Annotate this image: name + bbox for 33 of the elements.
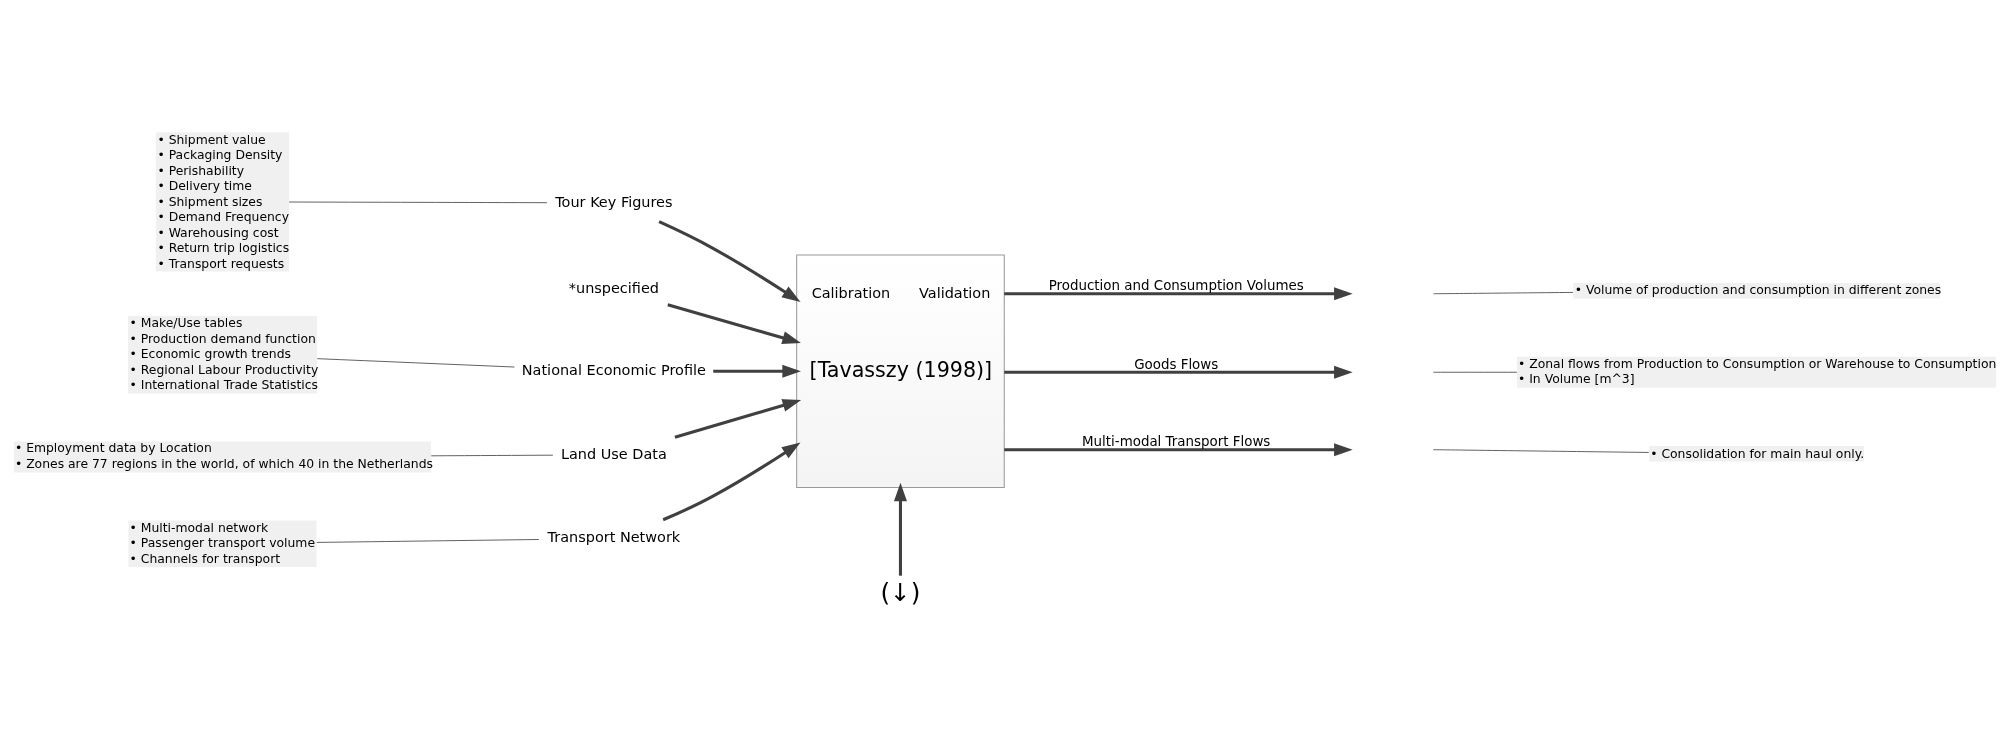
arrow — [713, 364, 801, 378]
edge-label: Production and Consumption Volumes — [1048, 277, 1304, 293]
node-box: Calibration Validation [Tavasszy (1998)] — [796, 254, 1005, 488]
node-text: *unspecified — [568, 279, 659, 296]
node-box: • Shipment value • Packaging Density • Perishability • Delivery time • Shipment sizes • Demand Frequency • Warehousing cost • Return trip logistics • Transport requests — [155, 131, 290, 272]
edge-label: Multi-modal Transport Flows — [1082, 433, 1271, 449]
node-box: • Consolidation for main haul only. — [1649, 445, 1864, 462]
node-text: Transport Network — [547, 528, 681, 545]
node-text: Land Use Data — [560, 445, 667, 462]
arrow — [1004, 442, 1353, 456]
connector — [1432, 371, 1518, 373]
arrow — [674, 398, 802, 439]
connector — [288, 201, 548, 203]
arrow — [893, 482, 907, 576]
node-box: • Make/Use tables • Production demand function • Economic growth trends • Regional Labour Productivity • International Trade Statistics — [128, 315, 317, 393]
arrow — [1004, 286, 1353, 300]
node-box: • Employment data by Location • Zones are 77 regions in the world, of which 40 in the Netherlands — [13, 440, 432, 472]
connector — [316, 357, 515, 367]
arrow — [667, 302, 801, 344]
edge-label: Goods Flows — [1134, 356, 1219, 372]
arrow — [1004, 365, 1353, 379]
node-box: • Multi-modal network • Passenger transport volume • Channels for transport — [128, 519, 317, 567]
arrow — [658, 219, 801, 302]
connector — [316, 538, 540, 543]
connector — [1432, 291, 1574, 294]
node-text: (↓) — [880, 577, 921, 607]
node-text: National Economic Profile — [521, 361, 706, 378]
arrow — [662, 441, 801, 521]
node-box: • Zonal flows from Production to Consumption or Warehouse to Consumption • In Volume [m^3] — [1516, 356, 1997, 388]
connector — [1432, 448, 1650, 453]
node-box: • Volume of production and consumption in different zones — [1573, 282, 1940, 298]
node-text: Tour Key Figures — [555, 193, 673, 210]
connector — [430, 454, 554, 456]
